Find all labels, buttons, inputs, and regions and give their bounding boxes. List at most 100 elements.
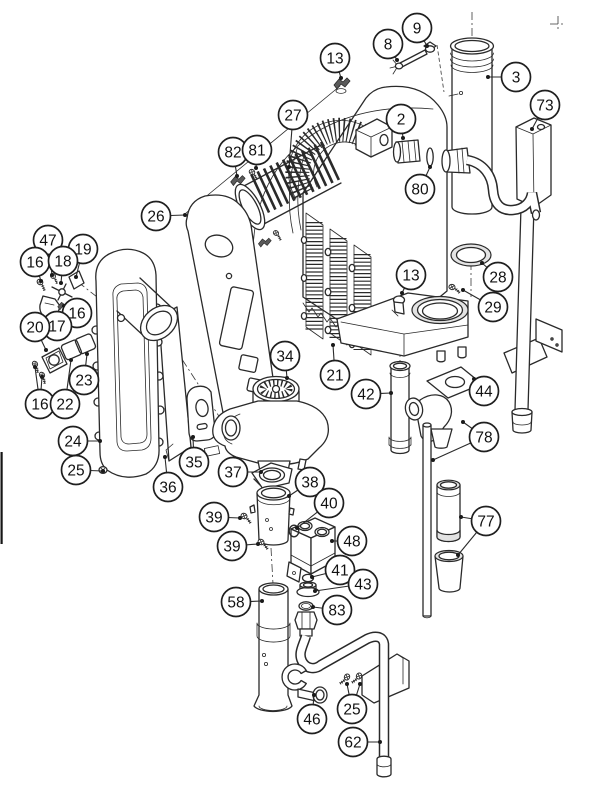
callout-35: 35 xyxy=(178,435,210,478)
svg-text:62: 62 xyxy=(344,735,361,752)
callout-36: 36 xyxy=(152,455,184,503)
callout-40: 40 xyxy=(295,487,345,530)
part-gas-pipe-62 xyxy=(294,611,410,778)
svg-text:42: 42 xyxy=(357,387,374,404)
svg-text:9: 9 xyxy=(413,21,422,38)
svg-text:77: 77 xyxy=(477,514,494,531)
callout-22: 22 xyxy=(49,358,81,420)
callout-34: 34 xyxy=(269,340,301,380)
svg-text:23: 23 xyxy=(75,373,92,390)
callout-25: 25 xyxy=(336,682,368,725)
svg-text:40: 40 xyxy=(320,496,338,513)
callout-8: 8 xyxy=(372,28,404,62)
callout-58: 58 xyxy=(220,586,264,618)
callout-18: 18 xyxy=(47,245,79,285)
svg-text:13: 13 xyxy=(326,51,343,68)
part-clip-flange xyxy=(258,237,272,248)
svg-text:18: 18 xyxy=(54,254,71,271)
part-pipe-42 xyxy=(388,360,412,455)
svg-text:19: 19 xyxy=(74,242,91,259)
callout-23: 23 xyxy=(68,352,100,396)
part-flue-pipe xyxy=(448,37,495,215)
callout-13: 13 xyxy=(395,259,427,295)
part-dip-tube-78 xyxy=(422,422,432,619)
callout-39: 39 xyxy=(198,501,242,533)
part-oring-83 xyxy=(298,601,314,611)
part-condensate-trap-73 xyxy=(503,117,563,434)
callout-82: 82 xyxy=(217,136,249,178)
svg-text:83: 83 xyxy=(328,603,345,620)
callout-28: 28 xyxy=(480,261,514,293)
callout-37: 37 xyxy=(217,456,263,488)
svg-text:21: 21 xyxy=(326,368,343,385)
svg-text:13: 13 xyxy=(402,268,419,285)
svg-text:35: 35 xyxy=(185,455,202,472)
part-burner-door-24 xyxy=(91,248,179,478)
svg-text:17: 17 xyxy=(48,319,65,336)
callout-39: 39 xyxy=(216,530,260,562)
callout-2: 2 xyxy=(385,103,417,140)
part-bracket-35 xyxy=(186,385,216,442)
svg-text:73: 73 xyxy=(536,98,553,115)
svg-text:28: 28 xyxy=(489,270,506,287)
callout-42: 42 xyxy=(350,378,393,410)
svg-text:46: 46 xyxy=(303,712,320,729)
part-plate-19 xyxy=(68,270,85,290)
callout-83: 83 xyxy=(311,594,353,626)
svg-text:26: 26 xyxy=(147,209,164,226)
callout-29: 29 xyxy=(461,288,509,323)
callout-26: 26 xyxy=(140,200,187,232)
svg-text:43: 43 xyxy=(354,577,371,594)
part-clip-13a xyxy=(333,77,351,94)
callout-43: 43 xyxy=(313,568,379,600)
svg-text:27: 27 xyxy=(284,108,301,125)
svg-text:20: 20 xyxy=(26,320,44,337)
callout-38: 38 xyxy=(287,466,326,498)
svg-text:24: 24 xyxy=(64,434,82,451)
part-oring-28 xyxy=(450,243,492,267)
svg-text:2: 2 xyxy=(397,112,406,129)
callout-73: 73 xyxy=(529,89,561,131)
part-tube-77 xyxy=(436,479,461,543)
svg-text:8: 8 xyxy=(384,37,393,54)
svg-text:80: 80 xyxy=(411,182,429,199)
callout-44: 44 xyxy=(468,375,500,407)
part-drain-fitting-13b xyxy=(391,295,406,317)
part-sump xyxy=(336,283,469,363)
callout-41: 41 xyxy=(310,554,356,586)
callout-17: 17 xyxy=(41,310,73,342)
svg-text:47: 47 xyxy=(39,233,56,250)
svg-text:25: 25 xyxy=(67,463,84,480)
callout-27: 27 xyxy=(277,99,309,169)
callout-9: 9 xyxy=(401,12,433,48)
callout-81: 81 xyxy=(241,134,273,170)
svg-text:3: 3 xyxy=(512,70,521,87)
svg-text:36: 36 xyxy=(159,480,176,497)
small-parts-left xyxy=(29,270,97,385)
part-inlet-fitting-2 xyxy=(392,139,421,164)
part-gasket-22 xyxy=(60,339,83,361)
svg-text:38: 38 xyxy=(301,475,318,492)
part-supply-pipe-58 xyxy=(253,582,293,713)
callout-16: 16 xyxy=(19,246,51,283)
part-gasket-37 xyxy=(251,462,293,490)
svg-text:81: 81 xyxy=(248,143,265,160)
svg-text:48: 48 xyxy=(343,534,360,551)
callout-78: 78 xyxy=(431,420,500,462)
svg-text:29: 29 xyxy=(484,300,501,317)
callout-80: 80 xyxy=(404,165,436,205)
callout-16: 16 xyxy=(24,365,56,420)
part-oring-40 xyxy=(288,524,300,538)
svg-text:16: 16 xyxy=(26,255,43,272)
svg-text:78: 78 xyxy=(475,430,492,447)
part-cross-18 xyxy=(51,283,73,301)
part-electrode-8 xyxy=(389,49,428,75)
svg-text:39: 39 xyxy=(223,539,240,556)
callout-20: 20 xyxy=(19,311,51,352)
svg-text:16: 16 xyxy=(31,397,48,414)
part-screw-flange xyxy=(271,229,285,242)
part-screw-29 xyxy=(447,283,463,295)
